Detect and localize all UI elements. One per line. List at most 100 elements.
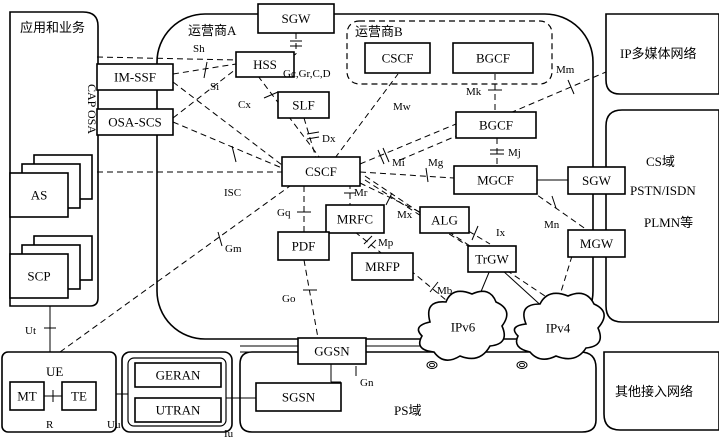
- if-mr: Mr: [354, 187, 368, 199]
- if-ix: Ix: [496, 227, 506, 239]
- if-mp: Mp: [378, 237, 394, 249]
- if-mx: Mx: [397, 209, 413, 221]
- node-label: MRFC: [337, 212, 373, 227]
- node-label: GGSN: [314, 344, 350, 359]
- node-alg: ALG: [419, 206, 470, 234]
- node-label: SGW: [582, 173, 612, 188]
- operator-a-label: 运营商A: [188, 23, 237, 38]
- node-label: IM-SSF: [114, 70, 156, 85]
- node-mgw: MGW: [567, 229, 626, 258]
- node-label: BGCF: [476, 51, 510, 66]
- if-dx: Dx: [322, 133, 336, 145]
- node-bgcf-b: BGCF: [452, 42, 534, 74]
- node-label: SGSN: [282, 390, 316, 405]
- ps-domain-label: PS域: [394, 403, 421, 418]
- if-mn: Mn: [544, 219, 560, 231]
- ran-inner: [127, 357, 227, 427]
- ue-label: UE: [46, 364, 63, 379]
- node-label: MGW: [580, 236, 614, 251]
- plmn-label: PLMN等: [644, 215, 693, 230]
- node-label: BGCF: [479, 118, 513, 133]
- node-bgcf: BGCF: [455, 111, 537, 139]
- operator-b-region: [346, 20, 553, 85]
- node-mt: MT: [9, 381, 45, 411]
- node-scp: SCP: [9, 253, 69, 299]
- if-gn: Gn: [360, 377, 374, 389]
- ipv6-cloud: [417, 290, 508, 369]
- node-pdf: PDF: [277, 231, 330, 261]
- if-sh: Sh: [193, 43, 205, 55]
- node-sgw-right: SGW: [567, 166, 626, 195]
- apps-region: [9, 11, 99, 307]
- node-label: MGCF: [477, 173, 514, 188]
- node-label: OSA-SCS: [108, 115, 161, 130]
- if-mg: Mg: [428, 157, 444, 169]
- ipv6-label: IPv6: [451, 320, 476, 335]
- apps-label: 应用和业务: [20, 20, 85, 35]
- node-cscf-b: CSCF: [364, 42, 431, 74]
- cap-label: CAP: [85, 84, 99, 108]
- other-access-label: 其他接入网络: [615, 384, 693, 399]
- node-label: CSCF: [305, 164, 337, 179]
- node-as: AS: [9, 172, 69, 218]
- if-go: Go: [282, 293, 296, 305]
- if-mm: Mm: [556, 64, 575, 76]
- node-label: SLF: [292, 98, 314, 113]
- pstn-isdn-label: PSTN/ISDN: [630, 183, 696, 198]
- cs-domain-region: [605, 109, 719, 323]
- ipv4-cloud: [513, 292, 605, 369]
- cs-domain-label: CS域: [646, 154, 675, 169]
- if-gm: Gm: [225, 243, 242, 255]
- ue-region: [1, 351, 117, 433]
- node-label: SGW: [282, 11, 312, 26]
- node-label: GERAN: [156, 368, 201, 383]
- node-geran: GERAN: [134, 362, 222, 388]
- node-label: CSCF: [382, 51, 414, 66]
- node-im-ssf: IM-SSF: [96, 63, 174, 91]
- node-label: UTRAN: [156, 403, 201, 418]
- operator-b-label: 运营商B: [355, 24, 403, 39]
- node-label: MRFP: [365, 259, 400, 274]
- other-access-region: [603, 351, 719, 431]
- node-osa-scs: OSA-SCS: [96, 108, 174, 136]
- interface-labels: Sh Si Gc,Gr,C,D Cx Dx Mw Mm Mk Mj Mi Mg …: [25, 43, 575, 440]
- if-mb: Mb: [437, 285, 453, 297]
- node-hss: HSS: [235, 51, 295, 78]
- if-mi: Mi: [392, 157, 405, 169]
- node-mrfc: MRFC: [325, 204, 385, 234]
- ipv4-label: IPv4: [546, 321, 571, 336]
- node-utran: UTRAN: [134, 397, 222, 423]
- if-r: R: [46, 419, 54, 431]
- osa-label: OSA: [85, 110, 99, 134]
- if-cx: Cx: [238, 99, 251, 111]
- if-mj: Mj: [508, 147, 521, 159]
- node-label: MT: [17, 389, 37, 404]
- regions: [1, 11, 719, 433]
- ps-domain-region: [239, 351, 597, 433]
- if-mw: Mw: [393, 101, 411, 113]
- node-ggsn: GGSN: [297, 337, 367, 365]
- if-isc: ISC: [224, 187, 241, 199]
- node-slf: SLF: [277, 91, 330, 119]
- node-mrfp: MRFP: [351, 252, 414, 281]
- node-sgsn: SGSN: [255, 382, 342, 412]
- node-label: HSS: [253, 57, 277, 72]
- node-mgcf: MGCF: [453, 165, 538, 195]
- ip-multimedia-label: IP多媒体网络: [620, 46, 697, 61]
- node-cscf: CSCF: [281, 156, 361, 187]
- node-label: SCP: [27, 269, 50, 284]
- if-gc: Gc,Gr,C,D: [283, 68, 331, 80]
- node-label: PDF: [292, 239, 316, 254]
- ip-multimedia-region: [605, 13, 719, 95]
- if-ut: Ut: [25, 325, 36, 337]
- node-sgw-top: SGW: [257, 3, 335, 34]
- node-label: TE: [71, 389, 87, 404]
- if-si: Si: [210, 81, 219, 93]
- node-label: AS: [31, 188, 48, 203]
- if-iu: Iu: [224, 428, 234, 440]
- node-te: TE: [61, 381, 97, 411]
- node-label: ALG: [431, 213, 458, 228]
- node-trgw: TrGW: [467, 245, 517, 273]
- if-mk: Mk: [466, 86, 482, 98]
